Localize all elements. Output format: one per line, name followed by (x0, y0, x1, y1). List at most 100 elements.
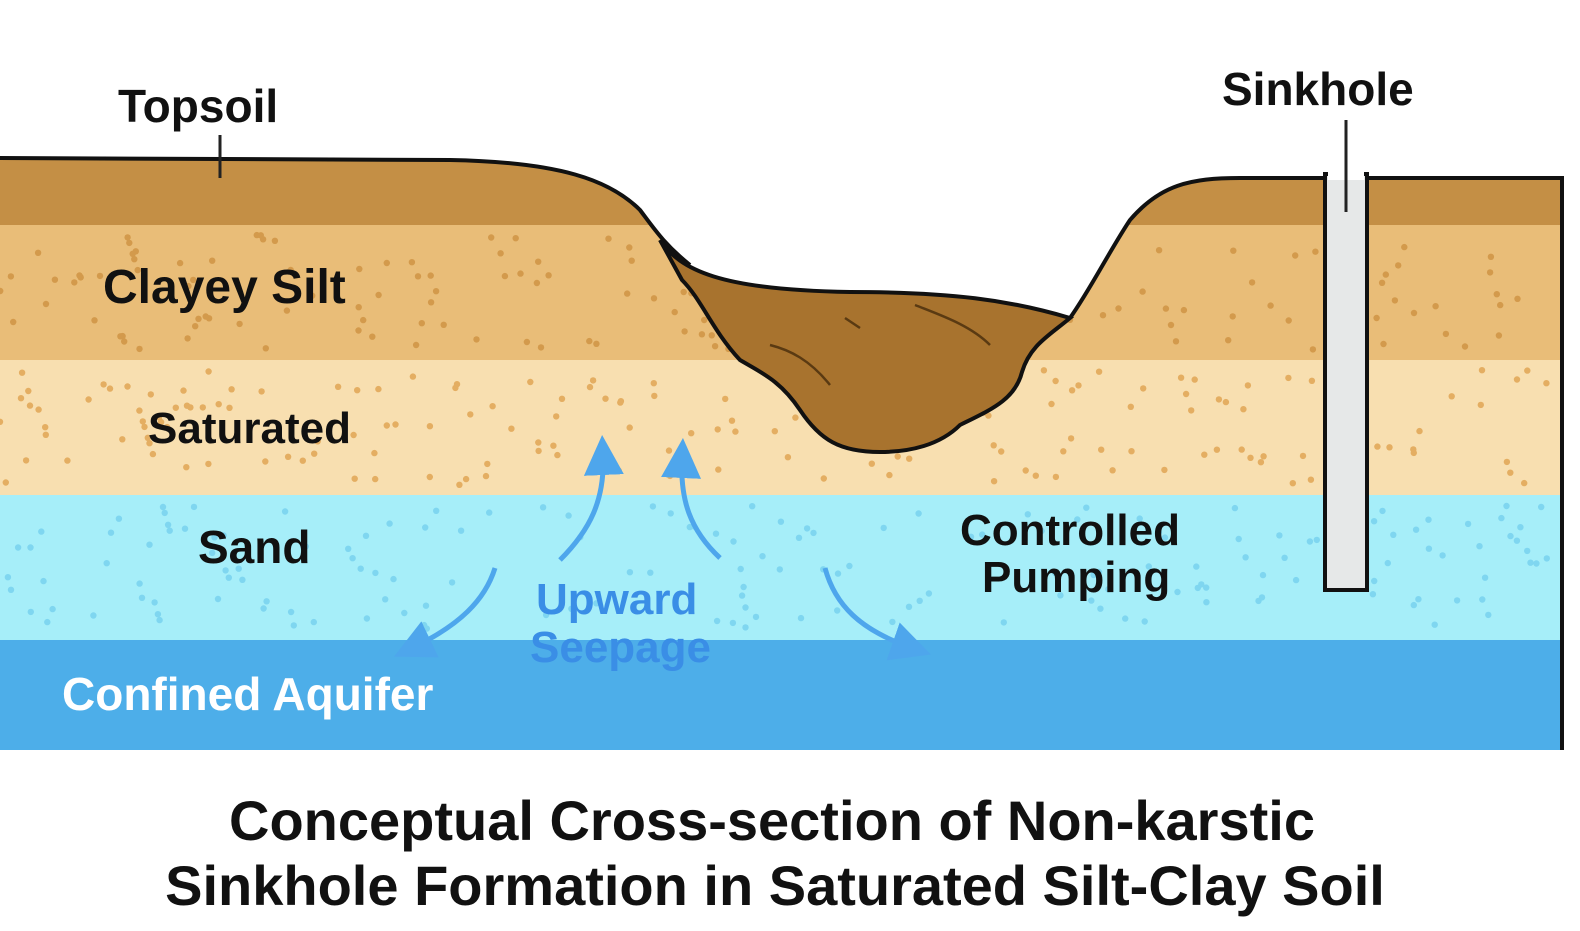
grain-dot (714, 426, 721, 433)
grain-dot (728, 417, 736, 424)
grain-dot (1527, 559, 1534, 566)
grain-dot (1177, 374, 1185, 381)
grain-dot (360, 316, 367, 324)
grain-dot (740, 583, 747, 591)
grain-dot (1285, 374, 1292, 382)
grain-dot (302, 543, 309, 550)
grain-dot (422, 524, 429, 531)
grain-dot (1240, 406, 1247, 413)
grain-dot (281, 508, 289, 515)
grain-dot (1136, 515, 1143, 522)
grain-dot (1257, 459, 1265, 466)
label-sand: Sand (198, 521, 310, 573)
grain-dot (181, 525, 189, 532)
grain-dot (990, 442, 997, 449)
grain-dot (426, 473, 433, 481)
grain-dot (26, 402, 34, 409)
grain-dot (484, 460, 491, 468)
grain-dot (554, 451, 561, 459)
grain-dot (1281, 554, 1288, 561)
grain-dot (692, 258, 699, 265)
grain-dot (1373, 314, 1380, 322)
grain-dot (910, 282, 917, 289)
grain-dot (258, 388, 265, 395)
grain-dot (357, 565, 364, 572)
grain-dot (172, 404, 179, 411)
label-pumping: Pumping (982, 553, 1170, 602)
grain-dot (1248, 279, 1256, 286)
grain-dot (712, 530, 720, 537)
grain-dot (314, 438, 321, 445)
grain-dot (1225, 337, 1232, 344)
arrow-up-2 (661, 438, 722, 560)
grain-dot (1374, 443, 1381, 450)
grain-dot (236, 320, 243, 328)
grain-dot (820, 280, 828, 287)
grain-dot (1174, 588, 1181, 596)
grain-dot (18, 369, 26, 376)
grain-dot (214, 595, 222, 603)
label-seepage: Seepage (530, 623, 711, 672)
grain-dot (667, 510, 674, 517)
grain-dot (1386, 444, 1393, 451)
grain-dot (666, 472, 674, 480)
grain-dot (1172, 338, 1180, 345)
grain-dot (375, 291, 382, 299)
grain-dot (593, 600, 600, 607)
grain-dot (1068, 387, 1076, 394)
grain-dot (184, 335, 191, 342)
grain-dot (121, 338, 128, 345)
grain-dot (1521, 479, 1528, 487)
grain-dot (1038, 527, 1045, 535)
grain-dot (195, 315, 202, 322)
grain-dot (44, 618, 51, 626)
grain-dot (1448, 393, 1455, 400)
grain-dot (1390, 531, 1397, 538)
grain-dot (718, 249, 726, 257)
grain-dot (1309, 346, 1317, 353)
grain-dot (25, 387, 32, 395)
grain-dot (257, 232, 264, 239)
grain-dot (550, 442, 557, 449)
grain-dot (311, 450, 318, 457)
grain-dot (913, 285, 920, 293)
grain-dot (963, 519, 970, 526)
grain-dot (371, 449, 378, 457)
grain-dot (1378, 279, 1386, 286)
grain-dot (408, 259, 416, 266)
grain-dot (1412, 526, 1420, 533)
grain-dot (183, 464, 190, 471)
grain-dot (1513, 537, 1521, 544)
grain-dot (22, 457, 30, 464)
grain-dot (742, 624, 749, 631)
grain-dot (356, 265, 363, 273)
grain-dot (422, 602, 430, 609)
grain-dot (205, 368, 212, 375)
grain-dot (185, 282, 192, 290)
grain-dot (1095, 368, 1103, 375)
grain-dot (96, 272, 104, 280)
grain-dot (1235, 535, 1242, 543)
grain-dot (1203, 584, 1210, 591)
grain-dot (1222, 398, 1230, 406)
grain-dot (418, 320, 425, 327)
grain-dot (1161, 466, 1168, 474)
grain-dot (467, 411, 474, 418)
grain-dot (91, 317, 98, 324)
grain-dot (1384, 559, 1392, 567)
grain-dot (671, 308, 678, 316)
grain-dot (810, 529, 817, 537)
grain-dot (151, 599, 158, 606)
grain-dot (225, 574, 232, 581)
grain-dot (586, 337, 593, 345)
grain-dot (558, 395, 566, 402)
grain-dot (1231, 504, 1239, 512)
grain-dot (731, 258, 738, 266)
grain-dot (192, 323, 199, 330)
grain-dot (375, 385, 382, 393)
grain-dot (1533, 560, 1540, 567)
label-confined-aquifer: Confined Aquifer (62, 668, 433, 720)
grain-dot (1145, 563, 1153, 570)
grain-dot (753, 260, 760, 267)
